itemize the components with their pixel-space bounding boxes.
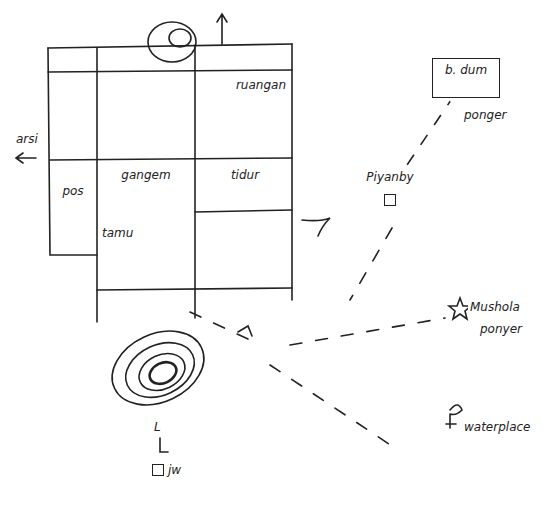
map-area: gangem tamu	[100, 166, 192, 284]
spiral-symbol	[117, 332, 203, 408]
spiral-symbol	[146, 358, 180, 388]
left-arrow	[16, 153, 36, 163]
circle-symbol	[169, 29, 191, 47]
tap-symbol	[446, 405, 462, 428]
dashed-path	[407, 101, 450, 164]
map-note: ponyer	[478, 322, 524, 336]
down-mark	[160, 438, 168, 452]
pointer-arrow	[302, 218, 330, 236]
area-label: tamu	[102, 226, 133, 240]
area-label: Piyanby	[366, 170, 413, 184]
room-box: b. dum	[432, 58, 500, 98]
map-area: jw	[150, 460, 210, 480]
map-note: L	[152, 420, 163, 434]
grid-line	[48, 48, 97, 255]
spiral-symbol	[100, 317, 216, 419]
grid-line	[96, 48, 98, 322]
grid-line	[291, 44, 293, 300]
area-label: b. dum	[445, 63, 487, 77]
map-note: Mushola	[468, 300, 522, 314]
map-area: Piyanby	[355, 168, 425, 212]
area-label: pos	[62, 184, 83, 198]
area-label: gangem	[121, 168, 170, 182]
grid-line	[48, 70, 292, 72]
square-symbol	[152, 464, 164, 476]
area-label: ruangan	[236, 78, 286, 92]
circle-symbol	[148, 22, 196, 62]
area-label: jw	[168, 463, 181, 477]
map-area: ruangan	[222, 76, 288, 100]
map-note: ponger	[462, 108, 509, 122]
spiral-symbol	[133, 346, 191, 397]
north-arrow	[217, 14, 227, 44]
grid-line	[50, 158, 292, 160]
grid-line	[194, 45, 196, 318]
map-area: tidur	[203, 166, 287, 196]
dashed-path	[190, 312, 250, 340]
grid-line	[195, 210, 292, 212]
arrow-tick	[238, 326, 252, 336]
dashed-path	[350, 228, 392, 300]
dashed-path	[270, 365, 395, 448]
map-note: arsi	[14, 132, 40, 146]
dashed-path	[290, 318, 445, 345]
area-label: tidur	[231, 168, 259, 182]
map-note: waterplace	[462, 420, 532, 434]
square-symbol	[384, 194, 396, 206]
map-area: pos	[52, 182, 94, 222]
grid-line	[48, 44, 292, 48]
